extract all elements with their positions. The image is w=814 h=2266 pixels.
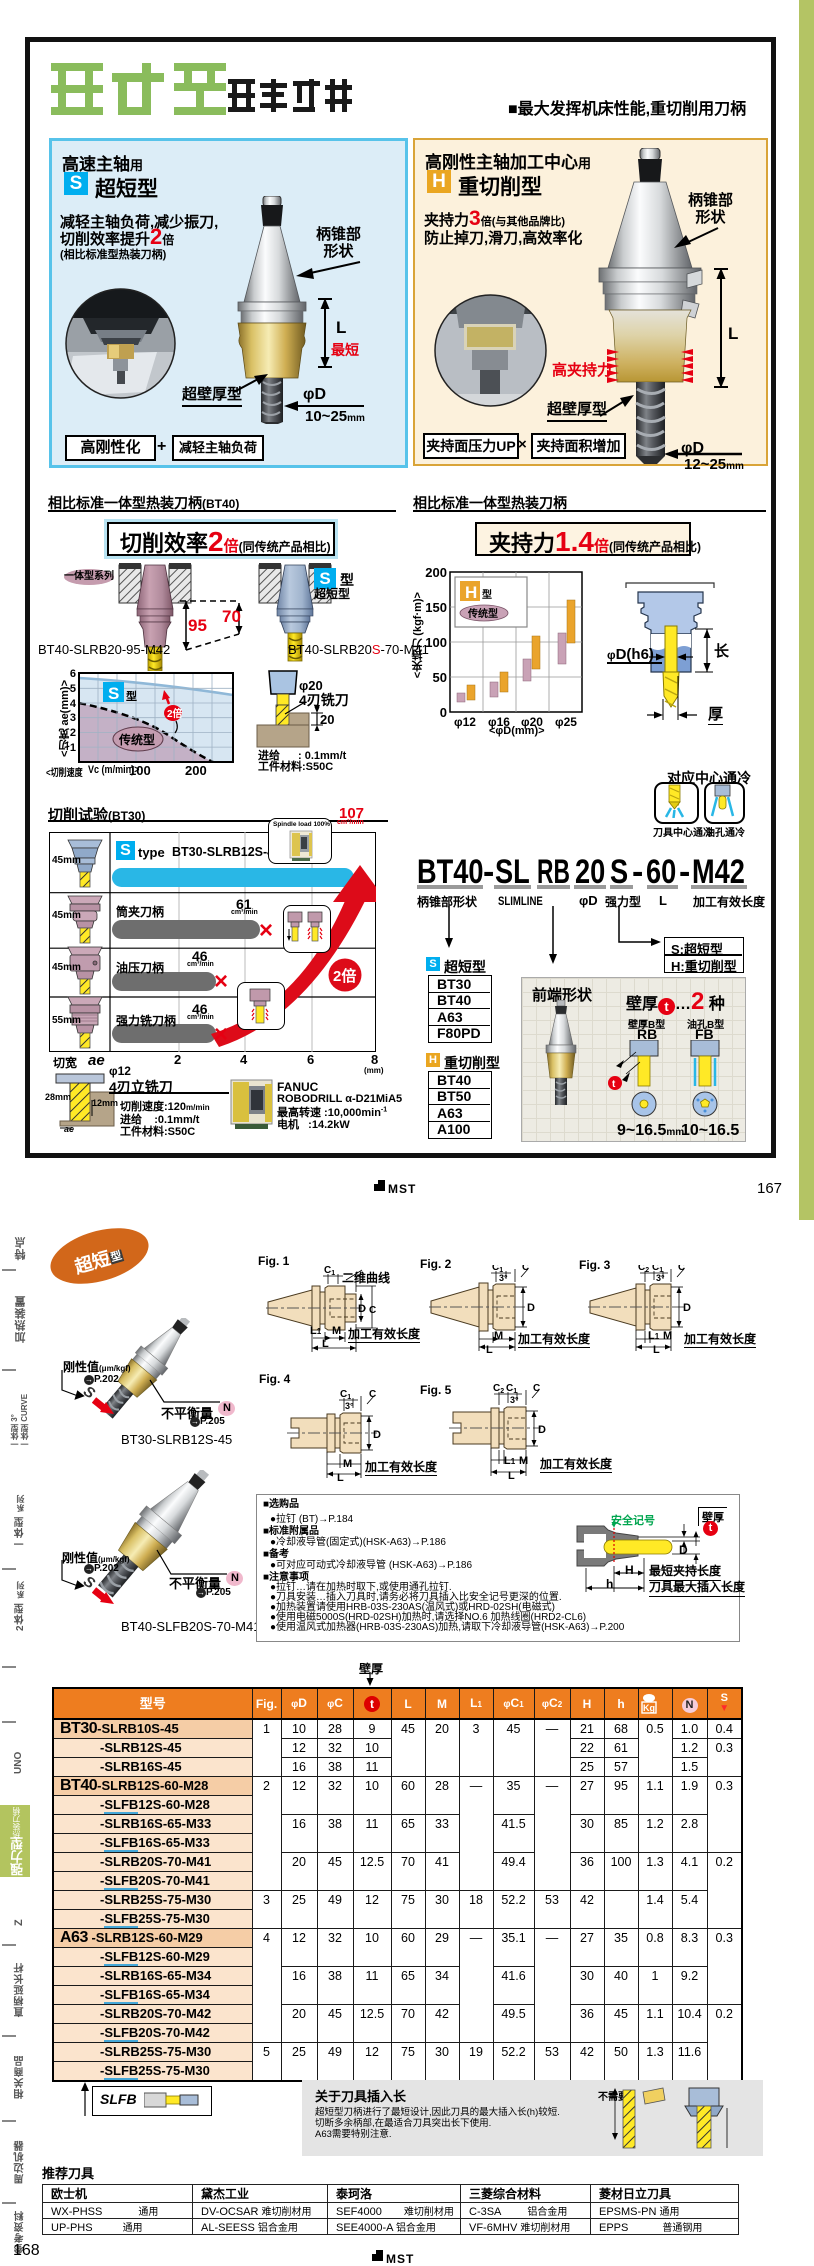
- svg-text:100: 100: [425, 635, 447, 650]
- svg-text:C2: C2: [493, 1384, 504, 1395]
- svg-text:C: C: [533, 1384, 540, 1394]
- svg-text:0: 0: [440, 705, 447, 720]
- svg-text:传统型: 传统型: [467, 607, 498, 620]
- svg-text:H: H: [465, 583, 477, 602]
- svg-text:C: C: [678, 1265, 685, 1273]
- svg-text:D: D: [373, 1429, 381, 1441]
- svg-text:φ12: φ12: [454, 715, 476, 729]
- svg-text:2倍: 2倍: [333, 967, 356, 985]
- svg-text:3°: 3°: [499, 1273, 508, 1283]
- svg-text:D: D: [527, 1302, 535, 1314]
- svg-text:φ25: φ25: [555, 715, 577, 729]
- svg-text:3°: 3°: [510, 1395, 519, 1405]
- svg-text:5: 5: [70, 683, 76, 695]
- svg-text:2: 2: [70, 727, 76, 739]
- svg-text:C1: C1: [652, 1265, 663, 1274]
- svg-text:C: C: [369, 1390, 376, 1400]
- svg-text:C1: C1: [506, 1384, 517, 1395]
- svg-text:C2: C2: [638, 1265, 649, 1274]
- svg-text:4: 4: [70, 698, 77, 710]
- svg-text:D: D: [683, 1302, 691, 1314]
- svg-text:型: 型: [126, 689, 137, 703]
- svg-text:3: 3: [70, 712, 76, 724]
- svg-text:φ20: φ20: [521, 715, 543, 729]
- svg-text:200: 200: [425, 565, 447, 580]
- svg-text:D: D: [538, 1424, 546, 1436]
- svg-text:C: C: [369, 1305, 376, 1316]
- svg-text:t: t: [612, 1079, 616, 1090]
- svg-text:2倍: 2倍: [167, 707, 183, 720]
- svg-text:C1: C1: [324, 1266, 335, 1277]
- svg-text:D: D: [358, 1303, 366, 1315]
- svg-text:3°: 3°: [345, 1401, 354, 1411]
- svg-text:6: 6: [70, 668, 76, 680]
- svg-text:S: S: [108, 684, 119, 703]
- svg-text:Kg: Kg: [643, 1703, 655, 1713]
- svg-text:3°: 3°: [656, 1273, 665, 1283]
- svg-text:传统型: 传统型: [118, 732, 155, 747]
- svg-text:1: 1: [70, 742, 76, 754]
- svg-text:C: C: [522, 1265, 529, 1273]
- svg-text:型: 型: [482, 588, 492, 601]
- svg-text:φ16: φ16: [488, 715, 510, 729]
- svg-text:C1: C1: [340, 1390, 351, 1401]
- svg-text:50: 50: [433, 670, 447, 685]
- svg-text:150: 150: [425, 600, 447, 615]
- svg-text:C1: C1: [492, 1265, 503, 1274]
